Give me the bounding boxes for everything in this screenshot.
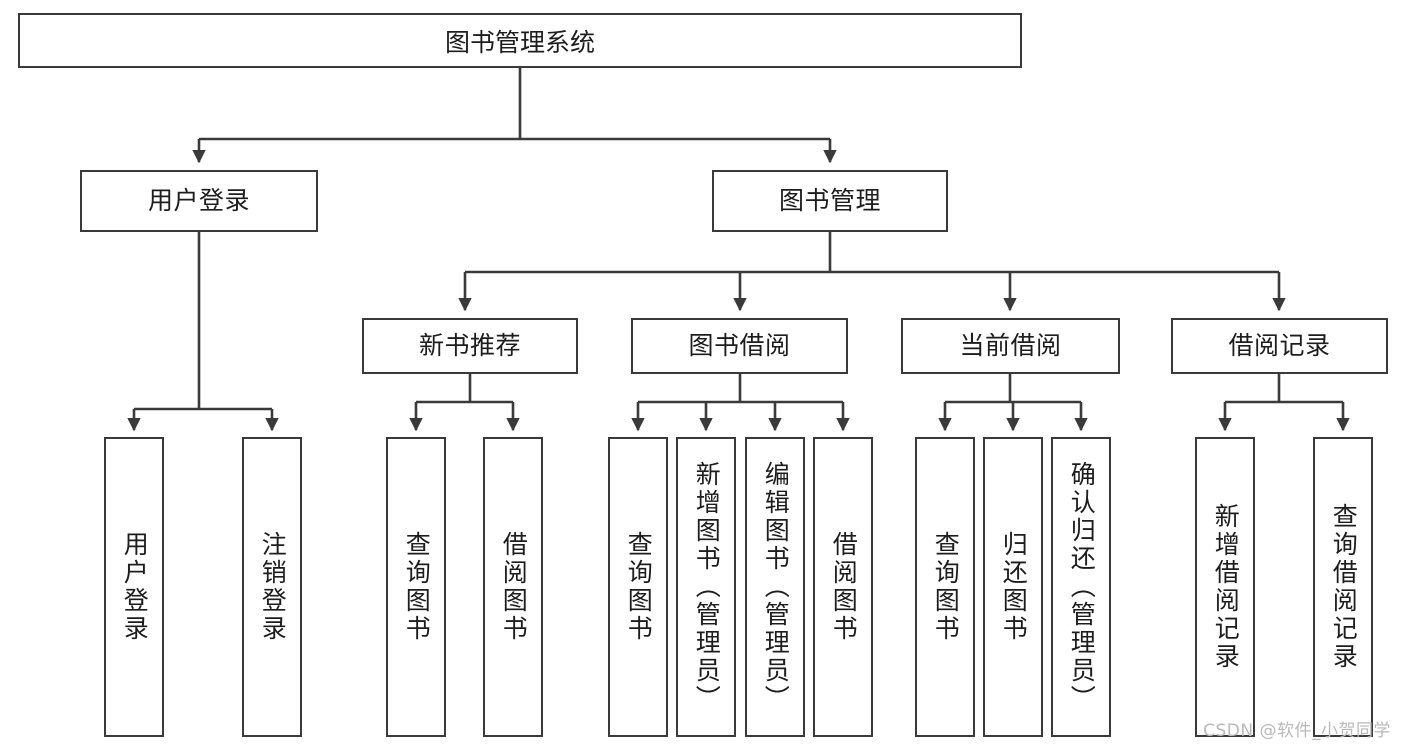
watermark: CSDN @软件_小贺同学	[1203, 721, 1391, 741]
node-label: 查询借阅记录	[1329, 503, 1359, 671]
node-new-book-recommend[interactable]: 新书推荐	[362, 318, 578, 374]
node-label: 借阅记录	[1228, 331, 1331, 361]
node-label: 借阅图书	[499, 531, 529, 643]
leaf-new-book-query-book[interactable]: 查询图书	[386, 437, 446, 737]
node-label: 图书管理	[778, 186, 881, 216]
node-label: 注销登录	[258, 531, 288, 643]
leaf-new-book-borrow-book[interactable]: 借阅图书	[483, 437, 543, 737]
leaf-user-login-login[interactable]: 用户登录	[104, 437, 164, 737]
node-label: 图书管理系统	[444, 27, 595, 57]
node-label: 编辑图书（管理员）	[761, 461, 791, 713]
node-borrow-record[interactable]: 借阅记录	[1171, 318, 1388, 374]
node-label: 查询图书	[402, 531, 432, 643]
leaf-user-login-logout[interactable]: 注销登录	[242, 437, 302, 737]
node-root-system[interactable]: 图书管理系统	[18, 13, 1022, 68]
leaf-current-borrow-query-book[interactable]: 查询图书	[915, 437, 975, 737]
node-book-management[interactable]: 图书管理	[712, 170, 948, 232]
node-label: 查询图书	[624, 531, 654, 643]
node-book-borrow[interactable]: 图书借阅	[631, 318, 848, 374]
node-current-borrow[interactable]: 当前借阅	[901, 318, 1120, 374]
leaf-book-borrow-edit-book[interactable]: 编辑图书（管理员）	[745, 437, 805, 737]
leaf-current-borrow-return-book[interactable]: 归还图书	[983, 437, 1043, 737]
leaf-book-borrow-add-book[interactable]: 新增图书（管理员）	[676, 437, 736, 737]
node-label: 用户登录	[120, 531, 150, 643]
leaf-borrow-record-query-record[interactable]: 查询借阅记录	[1313, 437, 1373, 737]
node-label: 新书推荐	[418, 331, 521, 361]
leaf-book-borrow-query-book[interactable]: 查询图书	[608, 437, 668, 737]
leaf-borrow-record-add-record[interactable]: 新增借阅记录	[1195, 437, 1255, 737]
node-label: 新增借阅记录	[1211, 503, 1241, 671]
leaf-book-borrow-borrow-book[interactable]: 借阅图书	[813, 437, 873, 737]
node-label: 归还图书	[999, 531, 1029, 643]
node-label: 借阅图书	[829, 531, 859, 643]
node-label: 查询图书	[931, 531, 961, 643]
node-label: 新增图书（管理员）	[692, 461, 722, 713]
node-label: 用户登录	[147, 186, 250, 216]
leaf-current-borrow-confirm-return[interactable]: 确认归还（管理员）	[1051, 437, 1111, 737]
node-label: 图书借阅	[688, 331, 791, 361]
node-label: 确认归还（管理员）	[1067, 461, 1097, 713]
node-label: 当前借阅	[959, 331, 1062, 361]
node-user-login[interactable]: 用户登录	[80, 170, 318, 232]
